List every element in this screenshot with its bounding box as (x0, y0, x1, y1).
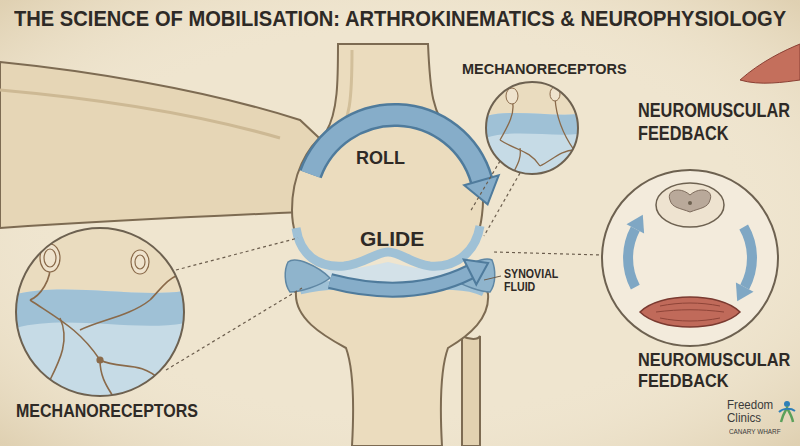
glide-arrow-outline (330, 272, 470, 290)
roll-arrow-outline (310, 115, 481, 180)
leader-line (484, 276, 501, 280)
meniscus (285, 260, 330, 292)
diagram-title: THE SCIENCE OF MOBILISATION: ARTHROKINEM… (14, 6, 786, 32)
structure-label: MECHANORECEPTORS (462, 60, 627, 77)
femoral-cartilage (296, 226, 480, 266)
logo-text: Freedom Clinics (727, 399, 777, 425)
logo-icon (779, 401, 795, 422)
femur (292, 44, 483, 266)
roll-arrow (310, 115, 481, 180)
thigh-bone (0, 62, 332, 228)
roll-arrowhead (464, 175, 499, 204)
mechanoreceptor-inset (480, 80, 590, 176)
glide-arrowhead (464, 260, 488, 285)
callout-lines (166, 161, 602, 370)
structure-label: MECHANORECEPTORS (16, 400, 198, 422)
bone-shading (0, 90, 280, 138)
process-label: NEUROMUSCULAR FEEDBACK (638, 350, 788, 392)
motion-label: ROLL (356, 149, 405, 169)
logo-subtext: CANARY WHARF (729, 428, 781, 436)
process-label: NEUROMUSCULAR FEEDBACK (638, 98, 785, 144)
structure-label: SYNOVIAL FLUID (504, 268, 566, 294)
muscle-fragment (740, 44, 800, 83)
tibia (296, 282, 488, 446)
fibula (462, 336, 480, 446)
feedback-loop (602, 170, 778, 346)
mechanoreceptor-inset (10, 220, 190, 400)
glide-arrow (330, 272, 470, 290)
motion-label: GLIDE (360, 227, 424, 250)
